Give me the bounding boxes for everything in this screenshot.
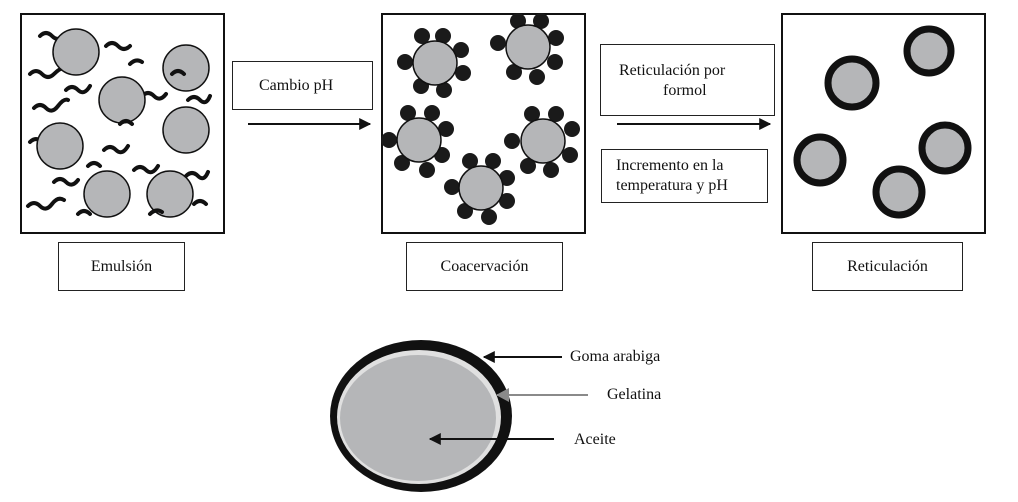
coacervation-panel <box>381 13 586 234</box>
formol-label-line1: Reticulación por <box>619 62 726 79</box>
coated-droplet <box>381 105 454 178</box>
ph-change-label: Cambio pH <box>259 77 334 94</box>
crosslinking-label: Reticulación <box>847 257 928 275</box>
gelatin-label: Gelatina <box>607 386 662 403</box>
oil-label: Aceite <box>574 431 616 448</box>
emulsion-panel <box>20 13 225 234</box>
emulsion-caption: Emulsión <box>58 242 185 291</box>
temperature-label-line2: temperatura y pH <box>616 177 728 194</box>
crosslinking-panel <box>781 13 986 234</box>
capsule-legend <box>330 340 588 492</box>
coated-droplet <box>504 106 580 178</box>
coated-droplet <box>444 153 515 225</box>
coated-droplet <box>397 28 471 98</box>
oil-core <box>340 355 496 481</box>
formol-box: Reticulación por formol <box>600 44 775 116</box>
emulsion-label: Emulsión <box>90 257 153 275</box>
formol-label-line2: formol <box>663 82 707 99</box>
coacervation-label: Coacervación <box>440 257 529 275</box>
oil-droplets <box>36 28 210 218</box>
ph-change-box: Cambio pH <box>232 61 373 110</box>
coated-droplet <box>490 13 564 85</box>
gum-arabic-label: Goma arabiga <box>570 348 661 365</box>
temperature-label-line1: Incremento en la <box>616 157 724 174</box>
microcapsules <box>793 25 972 219</box>
temperature-box: Incremento en la temperatura y pH <box>601 149 768 203</box>
crosslinking-caption: Reticulación <box>812 242 963 291</box>
coacervation-caption: Coacervación <box>406 242 563 291</box>
